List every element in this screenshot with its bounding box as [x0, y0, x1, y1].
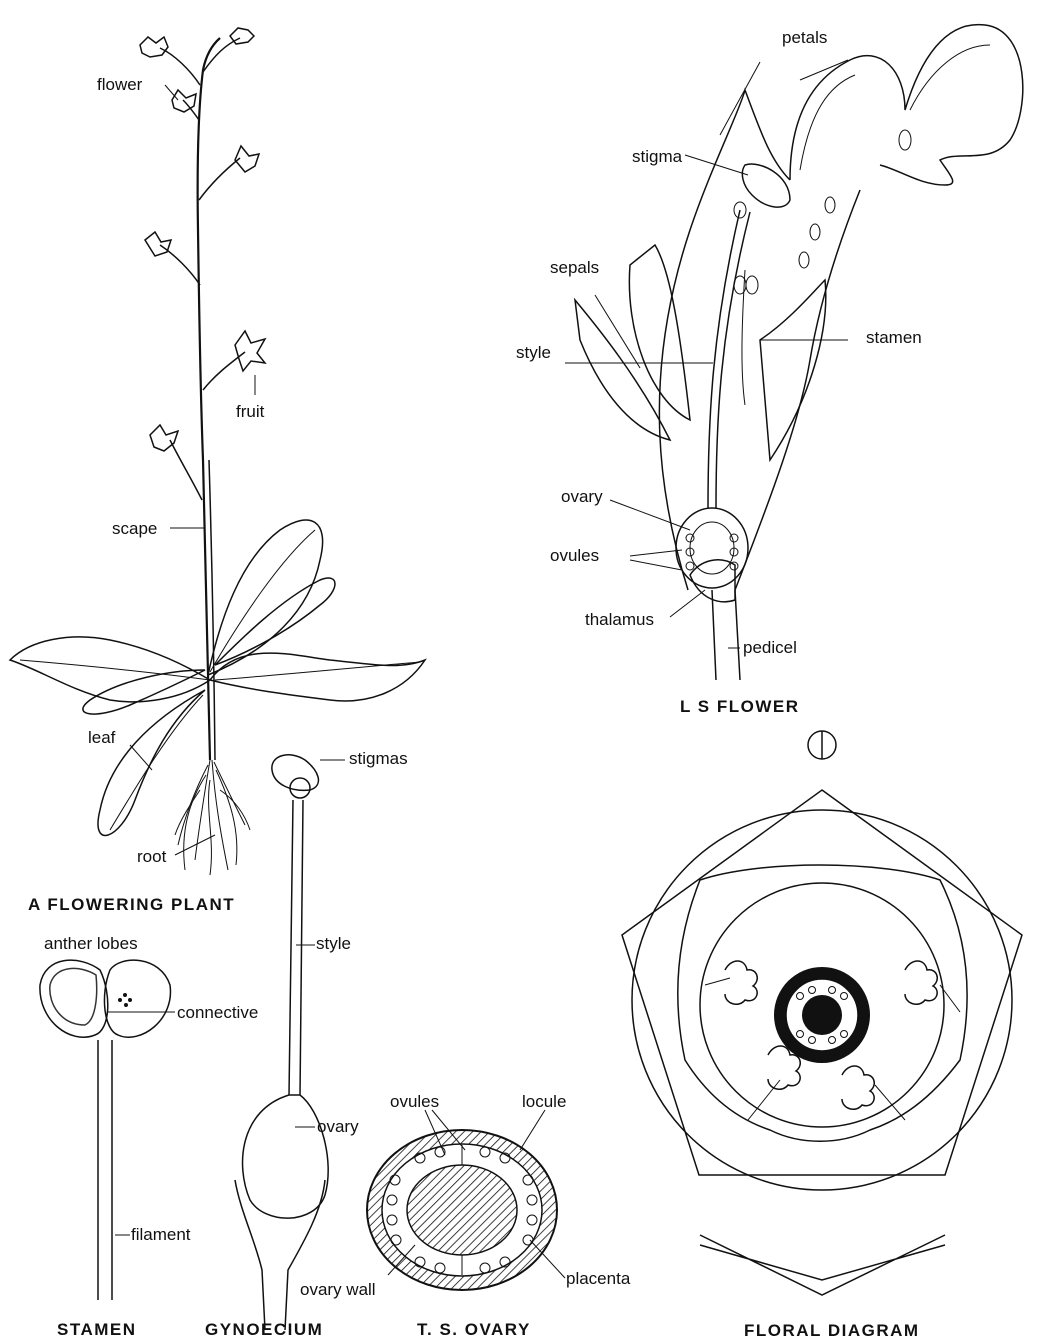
label-connective: connective — [177, 1003, 258, 1022]
label-stigma: stigma — [632, 147, 683, 166]
pedicel-stalk — [712, 590, 740, 680]
floral-diagram-drawing — [622, 731, 1022, 1295]
label-ovules-ls: ovules — [550, 546, 599, 565]
caption-stamen: STAMEN — [57, 1320, 137, 1339]
label-locule: locule — [522, 1092, 566, 1111]
bract-shape — [700, 1235, 945, 1295]
label-stamen: stamen — [866, 328, 922, 347]
label-placenta: placenta — [566, 1269, 631, 1288]
label-fruit: fruit — [236, 402, 265, 421]
caption-ls-flower: L S FLOWER — [680, 697, 800, 716]
label-scape: scape — [112, 519, 157, 538]
label-ovary-ls: ovary — [561, 487, 603, 506]
label-anther-lobes: anther lobes — [44, 934, 138, 953]
leaf-icon — [10, 520, 425, 835]
label-leaf: leaf — [88, 728, 116, 747]
caption-floral-diagram: FLORAL DIAGRAM — [744, 1321, 920, 1340]
root-icon — [175, 760, 250, 875]
label-sepals: sepals — [550, 258, 599, 277]
label-petals: petals — [782, 28, 827, 47]
label-root: root — [137, 847, 167, 866]
ovary-body — [243, 1095, 329, 1218]
label-ovules-ts: ovules — [390, 1092, 439, 1111]
flowering-plant-drawing — [10, 28, 425, 875]
ls-flower-drawing — [575, 25, 1023, 680]
caption-flowering-plant: A FLOWERING PLANT — [28, 895, 235, 914]
flower-icon — [140, 28, 265, 451]
stigma-shape — [742, 164, 790, 207]
label-style-gyn: style — [316, 934, 351, 953]
caption-gynoecium: GYNOECIUM — [205, 1320, 323, 1339]
label-stigmas: stigmas — [349, 749, 408, 768]
label-ovary-wall: ovary wall — [300, 1280, 376, 1299]
ovary-section — [676, 508, 748, 588]
scape-stem — [198, 38, 220, 760]
placenta-core — [407, 1165, 517, 1255]
label-filament: filament — [131, 1225, 191, 1244]
petal-hood — [790, 25, 1023, 185]
caption-ts-ovary: T. S. OVARY — [417, 1320, 531, 1339]
label-style-ls: style — [516, 343, 551, 362]
stamen-drawing — [40, 960, 171, 1300]
label-thalamus: thalamus — [585, 610, 654, 629]
label-flower: flower — [97, 75, 143, 94]
gynoecium-drawing — [235, 755, 328, 1330]
label-pedicel: pedicel — [743, 638, 797, 657]
label-ovary-gyn: ovary — [317, 1117, 359, 1136]
